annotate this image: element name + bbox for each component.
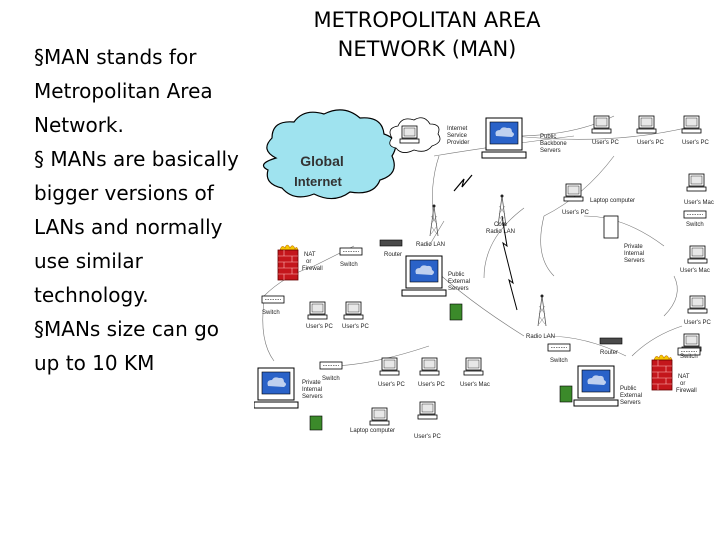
switch-label: Switch <box>340 262 358 268</box>
switch-label: Switch <box>680 354 698 360</box>
private-internal-label: Private <box>624 244 643 250</box>
users-pc-label: User's PC <box>378 382 405 388</box>
switch-icon <box>339 247 363 256</box>
users-pc-label: User's PC <box>342 324 369 330</box>
laptop-label: Laptop computer <box>590 198 635 204</box>
core-radio-lan-label: Radio LAN <box>486 229 515 235</box>
mac-icon <box>463 357 484 376</box>
radio-lan-label: Radio LAN <box>526 334 555 340</box>
router-label: Router <box>384 252 402 258</box>
pc-icon <box>687 295 708 314</box>
public-external-label-2: External <box>620 393 642 399</box>
laptop-label: Laptop computer <box>350 428 395 434</box>
pc-icon <box>379 357 400 376</box>
isp-label-3: Provider <box>447 140 469 146</box>
switch-label: Switch <box>322 376 340 382</box>
public-external-label-3: Servers <box>448 286 469 292</box>
private-internal-label-3: Servers <box>302 394 323 400</box>
users-pc-label: User's PC <box>592 140 619 146</box>
users-mac-label: User's Mac <box>680 268 710 274</box>
pc-icon <box>591 115 612 134</box>
public-server-icon <box>573 365 619 407</box>
users-pc-label: User's PC <box>418 382 445 388</box>
server-icon <box>449 303 463 321</box>
wireless-link-1 <box>453 174 473 192</box>
man-network-diagram: Global Internet Internet Service Provide… <box>254 109 714 440</box>
nat-label: NAT <box>304 252 316 258</box>
users-pc-label: User's PC <box>562 210 589 216</box>
backbone-server-icon <box>481 117 527 159</box>
users-pc-label: User's PC <box>637 140 664 146</box>
backbone-label-2: Backbone <box>540 141 567 147</box>
switch-label: Switch <box>550 358 568 364</box>
firewall-label: Firewall <box>676 388 697 394</box>
nat-label-2: or <box>680 381 685 387</box>
laptop-icon <box>369 407 390 426</box>
switch-label: Switch <box>686 222 704 228</box>
cloud-label-2: Internet <box>294 174 342 189</box>
pc-icon <box>419 357 440 376</box>
isp-cloud: Internet Service Provider <box>389 117 469 153</box>
users-pc-label: User's PC <box>306 324 333 330</box>
router-label: Router <box>600 350 618 356</box>
private-internal-label: Private <box>302 380 321 386</box>
bullet-list: §MAN stands for Metropolitan Area Networ… <box>34 40 244 380</box>
pc-icon <box>417 401 438 420</box>
private-internal-label-2: Internal <box>624 251 644 257</box>
public-external-label-3: Servers <box>620 400 641 406</box>
pc-icon <box>636 115 657 134</box>
users-pc-label: User's PC <box>414 434 441 440</box>
backbone-label: Public <box>540 134 556 140</box>
users-pc-label: User's PC <box>684 320 711 326</box>
private-internal-label-2: Internal <box>302 387 322 393</box>
firewall-icon <box>277 244 299 281</box>
slide-title: METROPOLITAN AREA NETWORK (MAN) <box>313 8 541 61</box>
radio-tower-icon <box>537 294 547 327</box>
firewall-icon <box>651 354 673 391</box>
private-internal-label-3: Servers <box>624 258 645 264</box>
switch-label: Switch <box>262 310 280 316</box>
public-external-label: Public <box>620 386 636 392</box>
router-icon <box>599 337 623 345</box>
wireless-link-2 <box>501 215 518 311</box>
global-internet-cloud: Global Internet <box>262 109 397 200</box>
server-icon <box>309 415 323 431</box>
radio-tower-icon <box>429 204 439 237</box>
bullet-2: § MANs are basically bigger versions of … <box>34 147 239 307</box>
switch-icon <box>683 210 707 219</box>
mac-icon <box>686 173 707 192</box>
public-server-icon <box>401 255 447 297</box>
users-pc-label: User's PC <box>682 140 709 146</box>
switch-icon <box>319 361 343 370</box>
nat-label: NAT <box>678 374 690 380</box>
router-icon <box>379 239 403 247</box>
pc-icon <box>307 301 328 320</box>
nat-label-2: or <box>306 259 311 265</box>
cloud-label: Global <box>300 153 344 169</box>
core-label: Core <box>494 222 508 228</box>
firewall-label: Firewall <box>302 266 323 272</box>
pc-icon <box>681 115 702 134</box>
public-external-label-2: External <box>448 279 470 285</box>
public-external-label: Public <box>448 272 464 278</box>
bullet-1: §MAN stands for Metropolitan Area Networ… <box>34 45 213 137</box>
isp-label: Internet <box>447 126 468 132</box>
bullet-3: §MANs size can go up to 10 KM <box>34 317 220 375</box>
users-mac-label: User's Mac <box>460 382 490 388</box>
switch-icon <box>547 343 571 352</box>
pc-icon <box>343 301 364 320</box>
private-server-icon <box>254 367 299 409</box>
pc-icon <box>563 183 584 202</box>
users-mac-label: User's Mac <box>684 200 714 206</box>
isp-label-2: Service <box>447 133 468 139</box>
server-icon <box>603 215 619 239</box>
radio-lan-label: Radio LAN <box>416 242 445 248</box>
mac-icon <box>687 245 708 264</box>
switch-icon <box>261 295 285 304</box>
backbone-label-3: Servers <box>540 148 561 154</box>
server-icon <box>559 385 573 403</box>
